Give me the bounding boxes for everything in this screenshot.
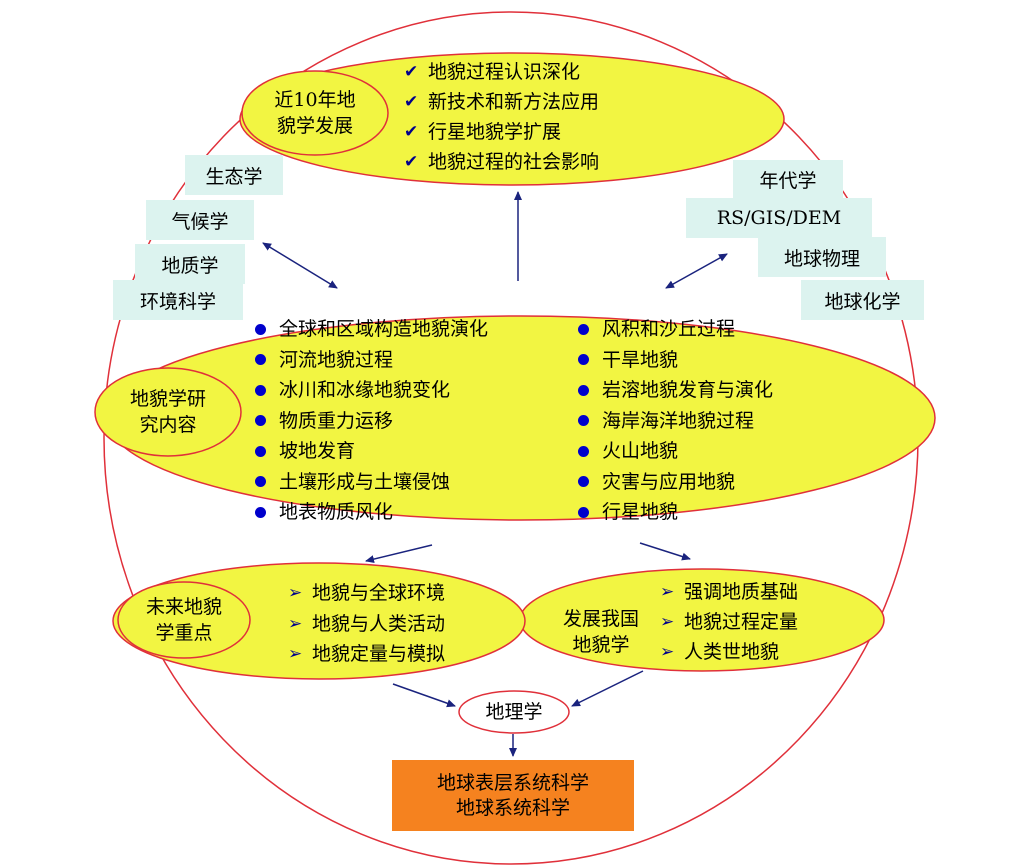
arrow-middle-to-bottom-right (639, 542, 691, 561)
list-item: ✔地貌过程的社会影响 (404, 147, 599, 177)
list-item: 物质重力运移 (255, 406, 488, 437)
list-item: ➢人类世地貌 (660, 637, 798, 667)
list-item: ✔新技术和新方法应用 (404, 87, 599, 117)
arrow-bullet-icon: ➢ (660, 582, 675, 602)
arrow-right-boxes (665, 253, 728, 289)
bottom-right-title: 发展我国 地貌学 (562, 608, 639, 656)
list-item: 干旱地貌 (578, 345, 773, 376)
arrow-bottom-left-to-geography (392, 683, 456, 708)
bullet-icon (255, 384, 266, 396)
list-item: ➢强调地质基础 (660, 577, 798, 607)
list-item: 行星地貌 (578, 497, 773, 528)
geography-label: 地理学 (485, 701, 543, 723)
bullet-icon (578, 354, 589, 366)
top-title-ellipse (241, 70, 389, 156)
bullet-icon (255, 323, 266, 335)
middle-title-ellipse (94, 367, 242, 457)
bullet-icon (578, 323, 589, 335)
top-ellipse (239, 52, 785, 186)
bottom-left-title-ellipse (117, 581, 251, 659)
top-list: ✔地貌过程认识深化 ✔新技术和新方法应用 ✔行星地貌学扩展 ✔地貌过程的社会影响 (404, 57, 599, 177)
bottom-right-list: ➢强调地质基础 ➢地貌过程定量 ➢人类世地貌 (660, 577, 798, 667)
box-climatology: 气候学 (146, 200, 254, 240)
arrow-bullet-icon: ➢ (660, 612, 675, 632)
box-geology: 地质学 (135, 244, 245, 284)
bullet-icon (578, 445, 589, 457)
box-environmental-science: 环境科学 (113, 280, 243, 320)
list-item: 岩溶地貌发育与演化 (578, 375, 773, 406)
bullet-icon (255, 415, 266, 427)
arrow-bullet-icon: ➢ (288, 583, 303, 603)
box-geochemistry: 地球化学 (801, 280, 924, 320)
list-item: 风积和沙丘过程 (578, 314, 773, 345)
arrow-bottom-right-to-geography (571, 670, 644, 707)
arrow-bullet-icon: ➢ (288, 613, 303, 634)
box-ecology: 生态学 (185, 155, 283, 195)
bottom-left-title: 未来地貌 学重点 (145, 596, 222, 644)
list-item: ➢地貌定量与模拟 (288, 639, 445, 670)
middle-left-list: 全球和区域构造地貌演化 河流地貌过程 冰川和冰缘地貌变化 物质重力运移 坡地发育… (255, 314, 488, 528)
check-icon: ✔ (404, 152, 419, 172)
bullet-icon (578, 506, 589, 518)
geography-ellipse (458, 690, 570, 734)
list-item: 土壤形成与土壤侵蚀 (255, 467, 488, 498)
box-rs-gis-dem: RS/GIS/DEM (686, 198, 872, 238)
list-item: ✔地貌过程认识深化 (404, 57, 599, 87)
bullet-icon (255, 506, 266, 518)
bullet-icon (255, 445, 266, 457)
check-icon: ✔ (404, 62, 419, 82)
check-icon: ✔ (404, 122, 419, 142)
earth-science-line2: 地球系统科学 (455, 797, 570, 819)
earth-science-line1: 地球表层系统科学 (436, 772, 589, 794)
earth-science-box (392, 760, 634, 831)
box-chronology: 年代学 (733, 160, 843, 198)
list-item: ➢地貌与全球环境 (288, 578, 445, 609)
list-item: 全球和区域构造地貌演化 (255, 314, 488, 345)
top-title: 近10年地 貌学发展 (274, 89, 356, 137)
list-item: 海岸海洋地貌过程 (578, 406, 773, 437)
list-item: 河流地貌过程 (255, 345, 488, 376)
list-item: 坡地发育 (255, 436, 488, 467)
bullet-icon (578, 476, 589, 488)
box-geophysics: 地球物理 (758, 237, 886, 277)
check-icon: ✔ (404, 92, 419, 112)
arrow-bullet-icon: ➢ (288, 644, 303, 664)
list-item: 火山地貌 (578, 436, 773, 467)
middle-title: 地貌学研 究内容 (129, 388, 206, 436)
bullet-icon (255, 354, 266, 366)
arrow-middle-to-bottom-left (365, 544, 433, 564)
list-item: ✔行星地貌学扩展 (404, 117, 599, 147)
bottom-left-list: ➢地貌与全球环境 ➢地貌与人类活动 ➢地貌定量与模拟 (288, 578, 445, 670)
arrow-bullet-icon: ➢ (660, 642, 675, 662)
list-item: ➢地貌与人类活动 (288, 609, 445, 640)
list-item: 灾害与应用地貌 (578, 467, 773, 498)
list-item: ➢地貌过程定量 (660, 607, 798, 637)
list-item: 冰川和冰缘地貌变化 (255, 375, 488, 406)
list-item: 地表物质风化 (255, 497, 488, 528)
bullet-icon (578, 384, 589, 396)
arrow-left-boxes (262, 242, 338, 289)
middle-right-list: 风积和沙丘过程 干旱地貌 岩溶地貌发育与演化 海岸海洋地貌过程 火山地貌 灾害与… (578, 314, 773, 528)
bullet-icon (578, 415, 589, 427)
bullet-icon (255, 476, 266, 488)
